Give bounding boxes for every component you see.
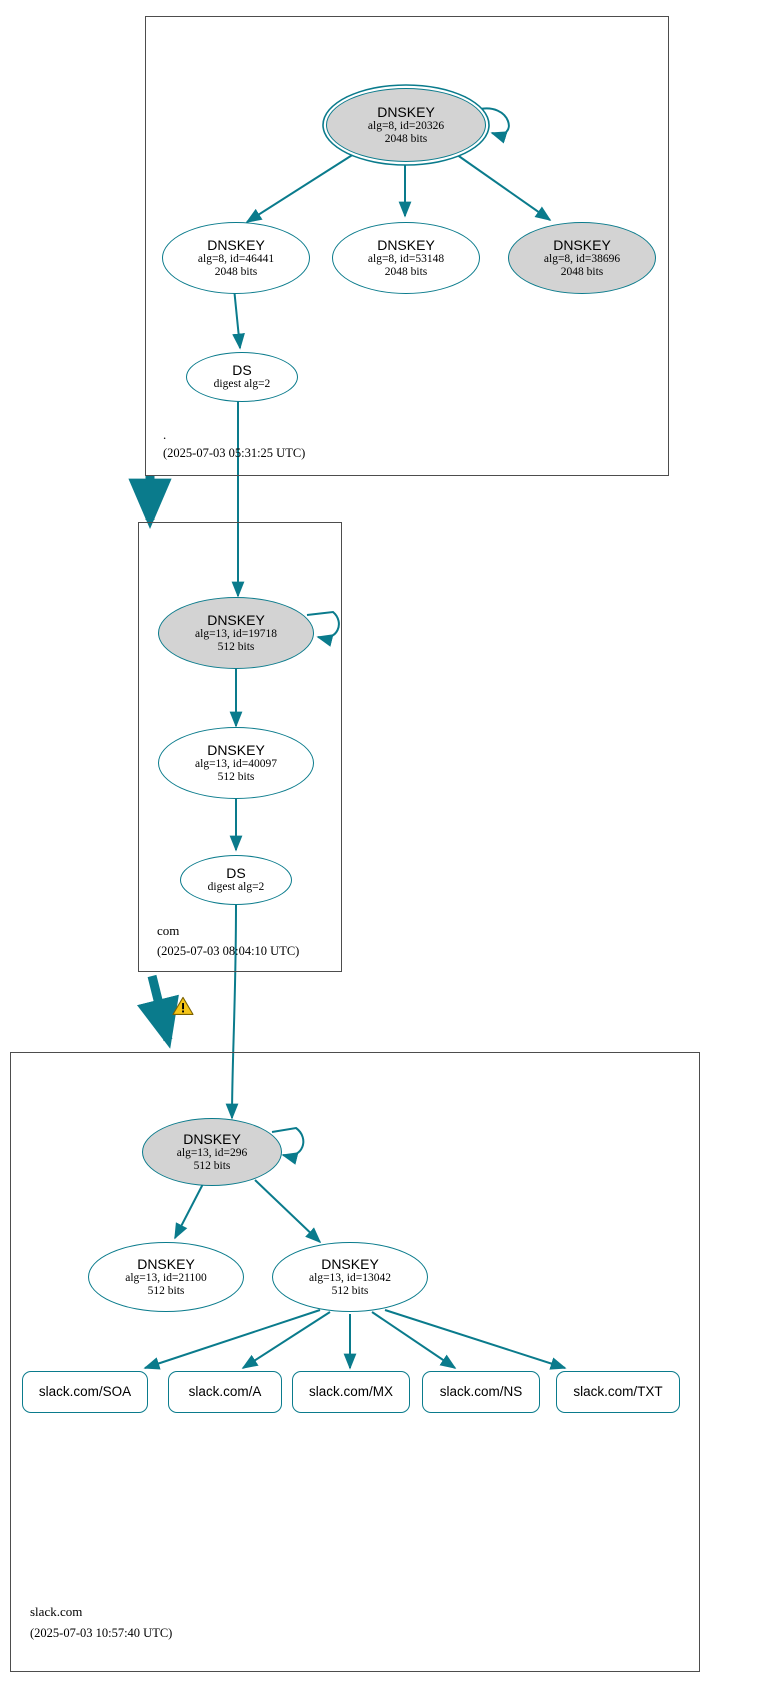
- node-alg-id: alg=13, id=21100: [125, 1272, 207, 1285]
- edge-com-ds-to-slack-ksk: [225, 902, 239, 1120]
- zone-box-com: [138, 522, 342, 972]
- node-alg-id: alg=13, id=296: [176, 1147, 248, 1160]
- node-dnskey-slack-ksk[interactable]: DNSKEY alg=13, id=296 512 bits: [142, 1118, 282, 1186]
- rrset-slack-com-ns[interactable]: slack.com/NS: [422, 1371, 540, 1413]
- node-alg-id: alg=8, id=20326: [367, 120, 445, 133]
- zone-timestamp-slack-com: (2025-07-03 10:57:40 UTC): [30, 1626, 173, 1640]
- zone-label-com: com: [157, 923, 180, 938]
- node-title: DNSKEY: [183, 1131, 241, 1148]
- node-dnskey-slack-21100[interactable]: DNSKEY alg=13, id=21100 512 bits: [88, 1242, 244, 1312]
- node-alg-id: alg=8, id=46441: [197, 253, 275, 266]
- delegation-com-to-slack: [137, 974, 179, 1049]
- node-title: DNSKEY: [377, 104, 435, 121]
- node-bits: 2048 bits: [384, 265, 428, 278]
- node-title: DNSKEY: [321, 1256, 379, 1273]
- node-dnskey-slack-13042[interactable]: DNSKEY alg=13, id=13042 512 bits: [272, 1242, 428, 1312]
- node-bits: 2048 bits: [384, 132, 428, 145]
- node-dnskey-root-38696[interactable]: DNSKEY alg=8, id=38696 2048 bits: [508, 222, 656, 294]
- edge-13042-to-soa: [143, 1309, 321, 1370]
- edge-slack-ksk-self: [271, 1126, 305, 1165]
- rrset-label: slack.com/TXT: [573, 1383, 663, 1399]
- node-alg-id: alg=13, id=13042: [309, 1272, 391, 1285]
- node-bits: 512 bits: [217, 640, 255, 653]
- rrset-label: slack.com/NS: [439, 1383, 523, 1399]
- edge-com-ksk-self: [306, 610, 340, 647]
- node-digest-alg: digest alg=2: [213, 378, 271, 391]
- node-bits: 2048 bits: [214, 265, 258, 278]
- node-title: DNSKEY: [207, 612, 265, 629]
- node-title: DNSKEY: [553, 237, 611, 254]
- node-title: DNSKEY: [137, 1256, 195, 1273]
- node-bits: 512 bits: [217, 770, 255, 783]
- node-alg-id: alg=8, id=53148: [367, 253, 445, 266]
- node-alg-id: alg=8, id=38696: [543, 253, 621, 266]
- node-dnskey-com-ksk[interactable]: DNSKEY alg=13, id=19718 512 bits: [158, 597, 314, 669]
- node-dnskey-root-46441[interactable]: DNSKEY alg=8, id=46441 2048 bits: [162, 222, 310, 294]
- node-title: DNSKEY: [207, 237, 265, 254]
- edge-13042-to-ns: [371, 1311, 457, 1369]
- node-title: DNSKEY: [207, 742, 265, 759]
- node-bits: 512 bits: [147, 1284, 185, 1297]
- warning-triangle-icon[interactable]: [172, 996, 194, 1016]
- node-title: DS: [226, 865, 246, 882]
- zone-label-root: .: [163, 427, 167, 442]
- zone-timestamp-root: (2025-07-03 05:31:25 UTC): [163, 446, 306, 460]
- node-dnskey-root-53148[interactable]: DNSKEY alg=8, id=53148 2048 bits: [332, 222, 480, 294]
- rrset-slack-com-soa[interactable]: slack.com/SOA: [22, 1371, 148, 1413]
- node-alg-id: alg=13, id=40097: [195, 758, 277, 771]
- zone-label-slack-com: slack.com: [30, 1604, 83, 1619]
- node-bits: 512 bits: [331, 1284, 369, 1297]
- rrset-label: slack.com/MX: [308, 1383, 393, 1399]
- node-ds-root[interactable]: DS digest alg=2: [186, 352, 298, 402]
- node-alg-id: alg=13, id=19718: [195, 628, 277, 641]
- node-dnskey-root-ksk[interactable]: DNSKEY alg=8, id=20326 2048 bits: [326, 88, 486, 162]
- edge-root-46441-to-ds: [232, 287, 245, 350]
- edge-13042-to-txt: [384, 1309, 567, 1370]
- zone-timestamp-com: (2025-07-03 08:04:10 UTC): [157, 944, 300, 958]
- node-bits: 512 bits: [193, 1159, 231, 1172]
- rrset-label: slack.com/A: [188, 1383, 262, 1399]
- node-title: DNSKEY: [377, 237, 435, 254]
- rrset-slack-com-mx[interactable]: slack.com/MX: [292, 1371, 410, 1413]
- edge-root-ksk-to-46441: [245, 151, 358, 223]
- node-ds-com[interactable]: DS digest alg=2: [180, 855, 292, 905]
- edge-13042-to-a: [241, 1311, 331, 1369]
- rrset-slack-com-a[interactable]: slack.com/A: [168, 1371, 282, 1413]
- edge-root-ksk-self: [475, 107, 510, 144]
- zone-box-root: [145, 16, 669, 476]
- edge-slack-ksk-to-13042: [254, 1179, 322, 1244]
- zone-box-slack-com: [10, 1052, 700, 1672]
- rrset-slack-com-txt[interactable]: slack.com/TXT: [556, 1371, 680, 1413]
- node-digest-alg: digest alg=2: [207, 881, 265, 894]
- node-bits: 2048 bits: [560, 265, 604, 278]
- node-dnskey-com-zsk[interactable]: DNSKEY alg=13, id=40097 512 bits: [158, 727, 314, 799]
- edge-root-ksk-to-38696: [452, 151, 552, 221]
- node-title: DS: [232, 362, 252, 379]
- edge-slack-ksk-to-21100: [174, 1179, 206, 1240]
- rrset-label: slack.com/SOA: [38, 1383, 132, 1399]
